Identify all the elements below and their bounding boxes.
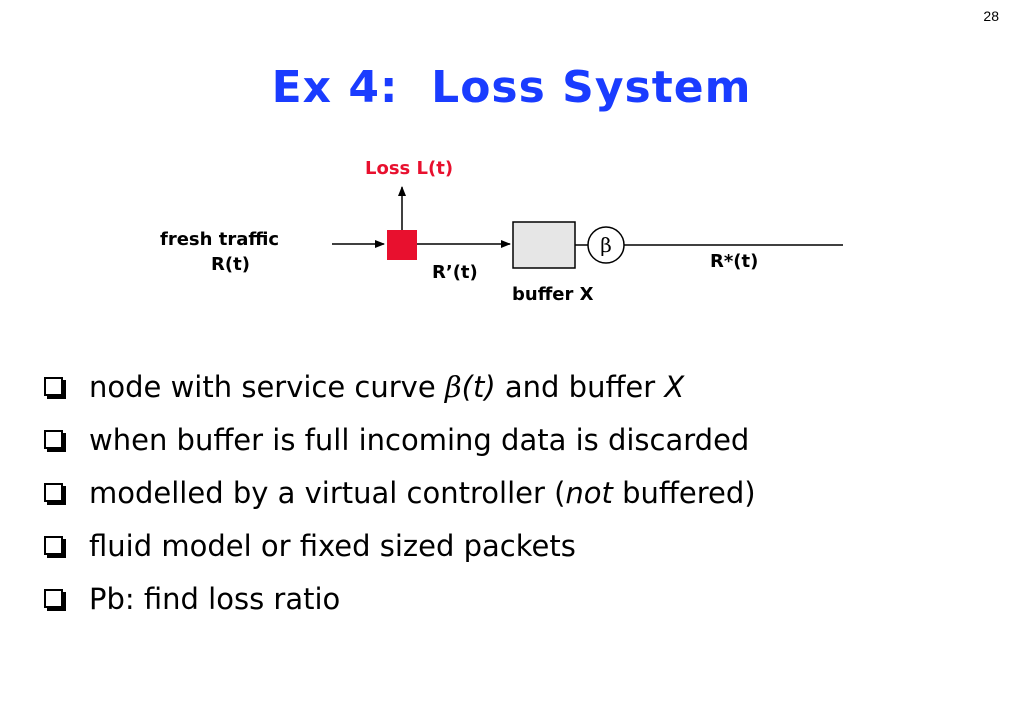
bullet-item: node with service curve β(t) and buffer … xyxy=(44,360,756,413)
buffer-box xyxy=(512,221,576,269)
bullet-text: node with service curve β(t) and buffer … xyxy=(89,369,685,404)
bullet-text: Pb: find loss ratio xyxy=(89,581,341,616)
controlled-label: R’(t) xyxy=(432,262,478,283)
bullet-item: when buffer is full incoming data is dis… xyxy=(44,413,756,466)
checkbox-bullet-icon xyxy=(44,430,63,449)
bullet-item: modelled by a virtual controller (not bu… xyxy=(44,466,756,519)
server-symbol: β xyxy=(600,233,612,257)
beta-symbol: β xyxy=(444,369,462,404)
checkbox-bullet-icon xyxy=(44,536,63,555)
input-label-line1: fresh traffic xyxy=(160,229,280,250)
checkbox-bullet-icon xyxy=(44,589,63,608)
bullet-item: Pb: find loss ratio xyxy=(44,572,756,625)
bullet-item: fluid model or fixed sized packets xyxy=(44,519,756,572)
slide-number: 28 xyxy=(983,8,999,24)
output-label: R*(t) xyxy=(710,251,759,272)
loss-system-diagram: β Loss L(t) fresh traffic R(t) R’(t) buf… xyxy=(0,150,1023,320)
input-label-line2: R(t) xyxy=(211,254,250,275)
bullet-list: node with service curve β(t) and buffer … xyxy=(44,360,756,625)
loss-label: Loss L(t) xyxy=(365,158,454,179)
checkbox-bullet-icon xyxy=(44,483,63,502)
checkbox-bullet-icon xyxy=(44,377,63,396)
bullet-text: fluid model or fixed sized packets xyxy=(89,528,576,563)
slide-title: Ex 4: Loss System xyxy=(271,62,752,113)
bullet-text: when buffer is full incoming data is dis… xyxy=(89,422,750,457)
virtual-controller-box xyxy=(387,230,417,260)
buffer-label: buffer X xyxy=(512,284,594,305)
bullet-text: modelled by a virtual controller (not bu… xyxy=(89,475,756,510)
diagram-graphics: β xyxy=(332,186,843,269)
